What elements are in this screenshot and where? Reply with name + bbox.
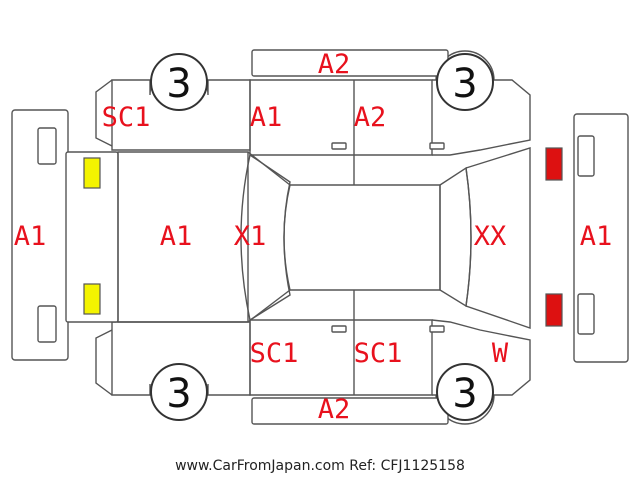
front-bumper-code: A1 <box>14 221 47 252</box>
rear-bumper <box>573 113 629 363</box>
front-right-door-code: SC1 <box>250 338 299 369</box>
rear-right-quarter-code: W <box>492 338 509 369</box>
wheel-rear-left-score: 3 <box>452 61 477 107</box>
rear-bumper-code: A1 <box>580 221 613 252</box>
windshield-code: X1 <box>234 221 267 252</box>
front-right-headlamp <box>83 283 101 315</box>
front-left-headlamp <box>83 157 101 189</box>
wheel-rear-right: 3 <box>436 363 494 421</box>
wheel-front-left: 3 <box>150 53 208 111</box>
wheel-front-right-score: 3 <box>166 371 191 417</box>
wheel-rear-right-score: 3 <box>452 371 477 417</box>
rear-right-taillamp <box>545 293 563 327</box>
wheel-rear-left: 3 <box>436 53 494 111</box>
rear-right-door-code: SC1 <box>354 338 403 369</box>
wheel-front-left-score: 3 <box>166 61 191 107</box>
roof-bottom-code: A2 <box>318 394 351 425</box>
top-view-body <box>65 147 531 329</box>
rear-left-taillamp <box>545 147 563 181</box>
rear-glass-code: XX <box>474 221 507 252</box>
footer-reference: www.CarFromJapan.com Ref: CFJ1125158 <box>175 458 465 474</box>
wheel-front-right: 3 <box>150 363 208 421</box>
hood-code: A1 <box>160 221 193 252</box>
rear-left-door-code: A2 <box>354 102 387 133</box>
right-side-body <box>95 290 531 425</box>
roof-top-code: A2 <box>318 49 351 80</box>
front-left-fender-code: SC1 <box>102 102 151 133</box>
front-left-door-code: A1 <box>250 102 283 133</box>
